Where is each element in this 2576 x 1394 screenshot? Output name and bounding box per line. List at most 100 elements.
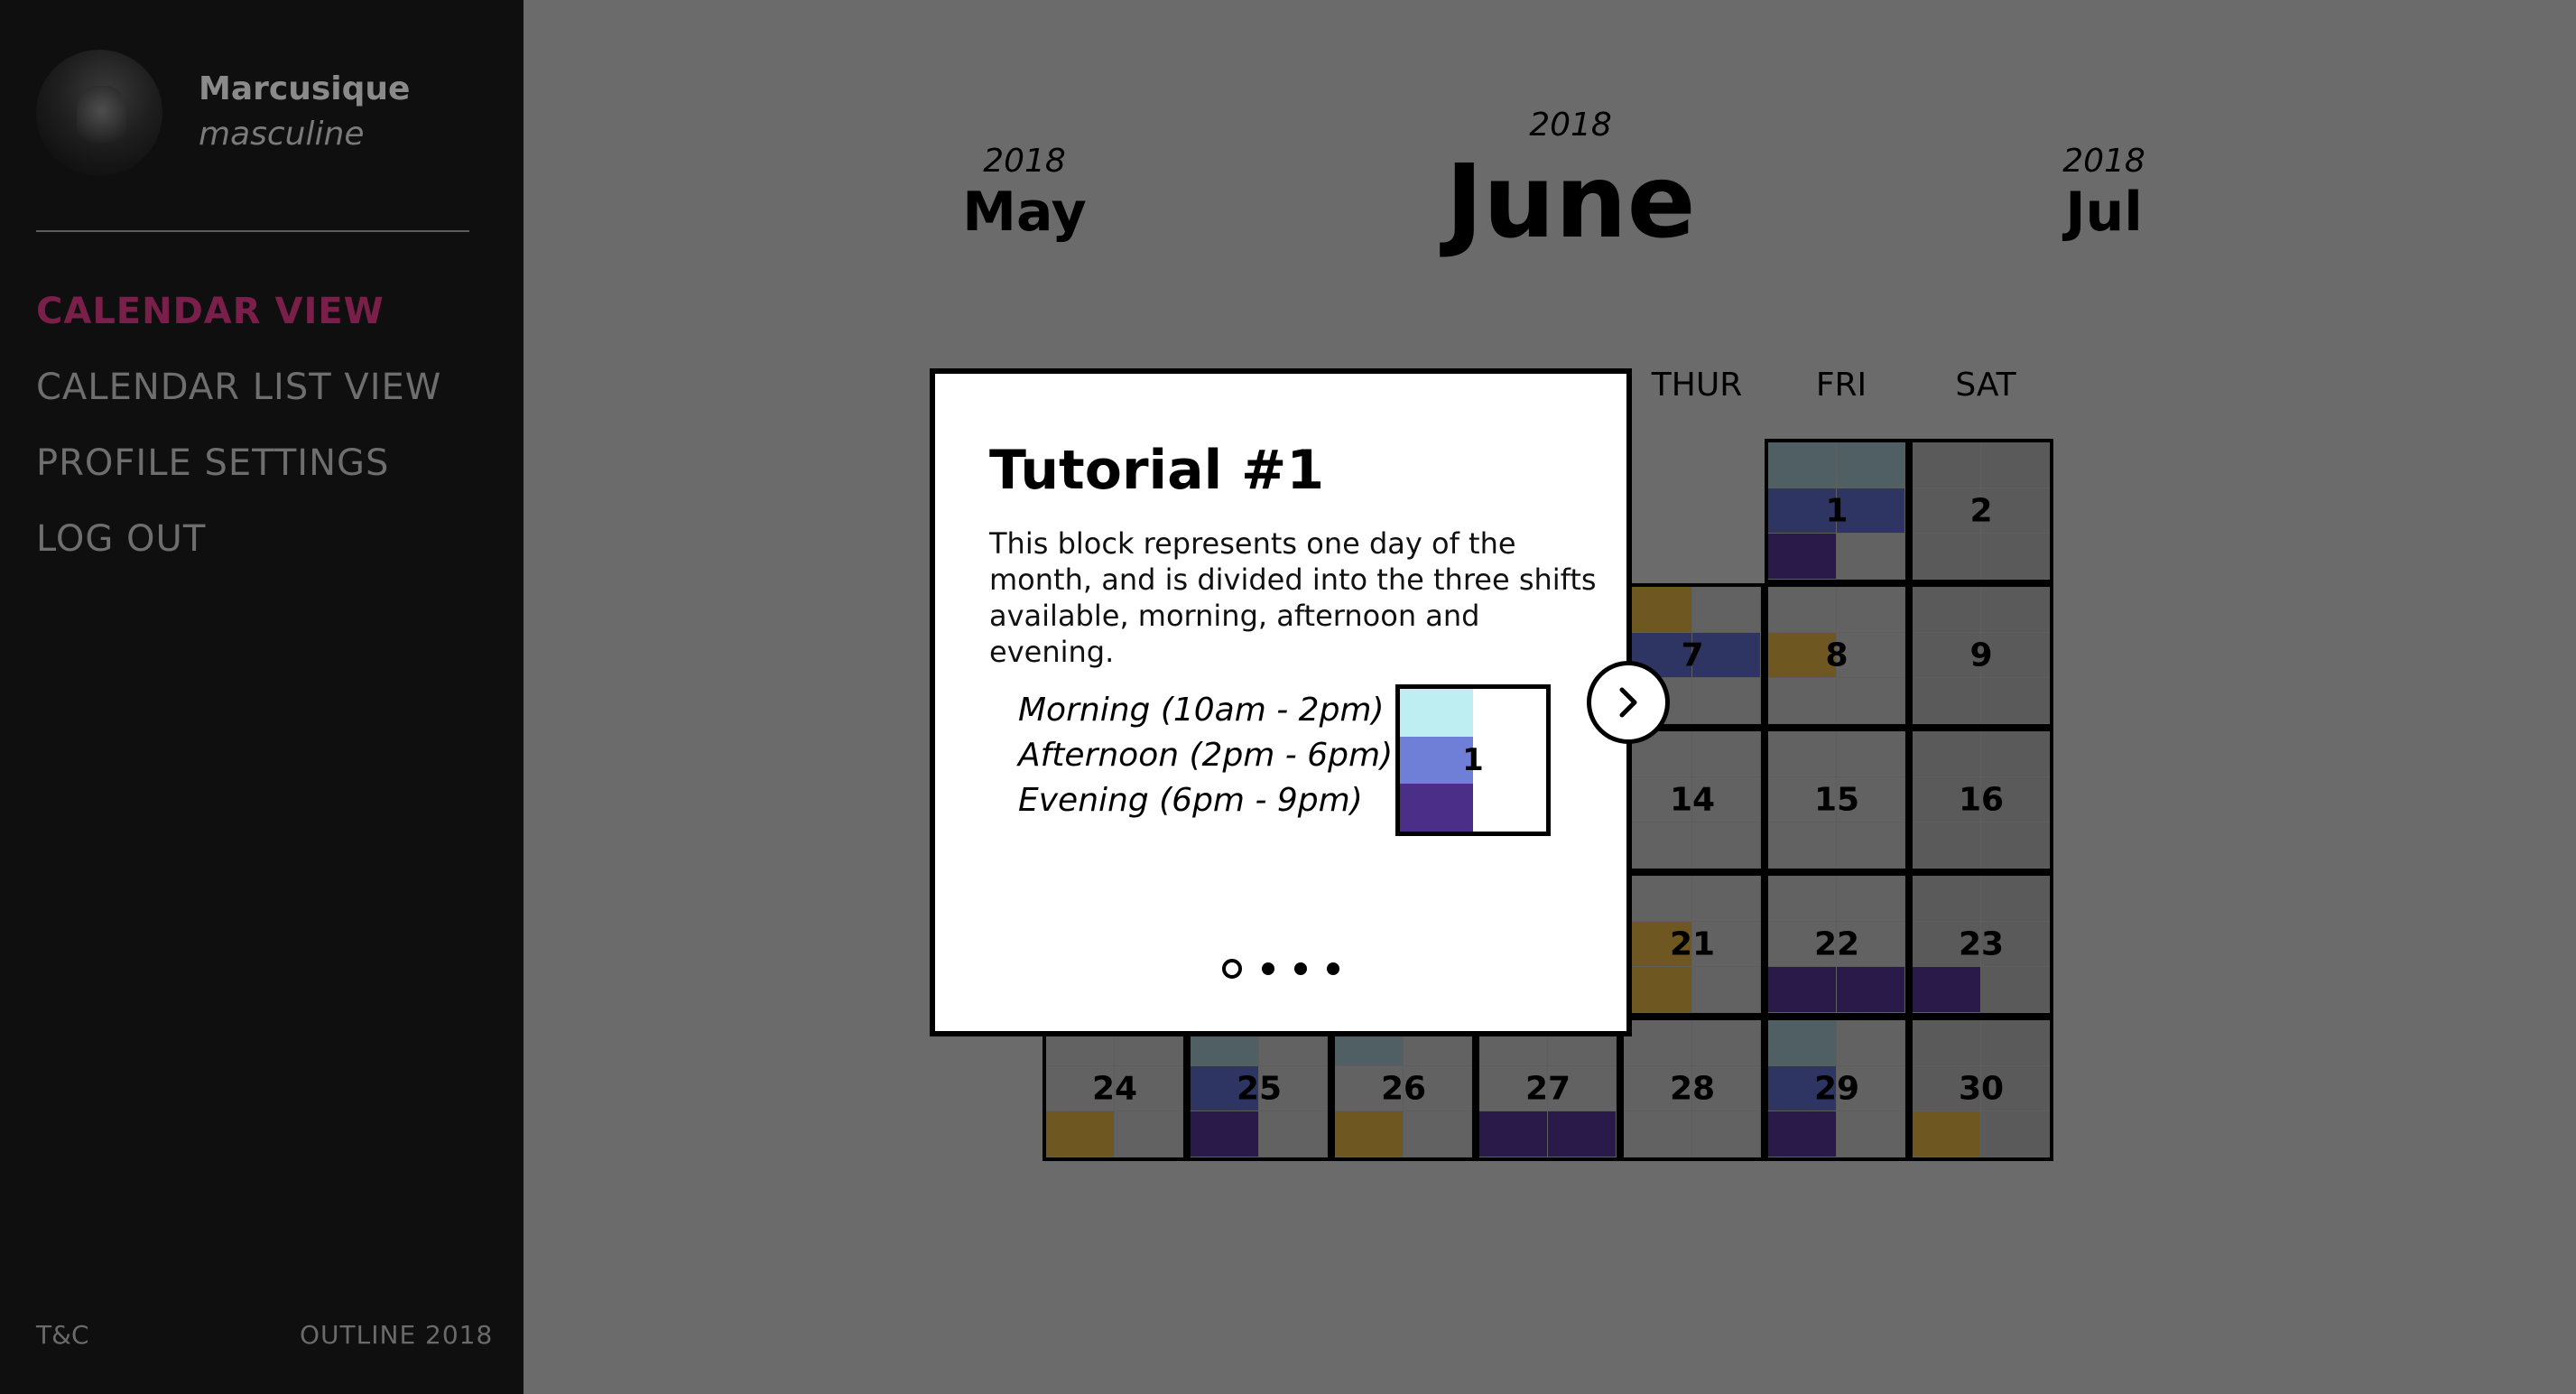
shift-slot[interactable]: [1624, 876, 1692, 922]
shift-slot[interactable]: [1768, 776, 1837, 823]
shift-slot[interactable]: [1768, 678, 1837, 724]
shift-slot[interactable]: [1837, 632, 1905, 679]
calendar-day-cell[interactable]: 14: [1620, 728, 1765, 872]
shift-slot[interactable]: [1115, 1020, 1183, 1066]
pagination-dot-1[interactable]: [1222, 959, 1242, 979]
shift-slot[interactable]: [1913, 678, 1981, 724]
shift-slot[interactable]: [1768, 731, 1837, 777]
shift-slot[interactable]: [1768, 632, 1837, 679]
shift-slot[interactable]: [1768, 587, 1837, 633]
avatar[interactable]: [36, 50, 162, 176]
shift-slot[interactable]: [1624, 731, 1692, 777]
shift-slot[interactable]: [1692, 921, 1761, 968]
shift-slot[interactable]: [1768, 534, 1837, 580]
shift-slot[interactable]: [1913, 1020, 1981, 1066]
shift-slot[interactable]: [1913, 921, 1981, 968]
shift-slot[interactable]: [1692, 876, 1761, 922]
pagination-dot-3[interactable]: [1294, 962, 1307, 975]
shift-slot[interactable]: [1692, 1020, 1761, 1066]
calendar-day-cell[interactable]: 21: [1620, 872, 1765, 1017]
shift-slot[interactable]: [1692, 822, 1761, 869]
calendar-day-cell[interactable]: 27: [1476, 1017, 1620, 1161]
shift-slot[interactable]: [1837, 587, 1905, 633]
shift-slot[interactable]: [1837, 876, 1905, 922]
shift-slot[interactable]: [1837, 776, 1905, 823]
shift-slot[interactable]: [1404, 1065, 1472, 1112]
calendar-day-cell[interactable]: 29: [1765, 1017, 1909, 1161]
shift-slot[interactable]: [1913, 1111, 1981, 1157]
calendar-day-cell[interactable]: 30: [1909, 1017, 2053, 1161]
shift-slot[interactable]: [1259, 1111, 1328, 1157]
calendar-day-cell[interactable]: 15: [1765, 728, 1909, 872]
shift-slot[interactable]: [1404, 1020, 1472, 1066]
shift-slot[interactable]: [1624, 822, 1692, 869]
shift-slot[interactable]: [1981, 921, 2050, 968]
shift-slot[interactable]: [1479, 1020, 1548, 1066]
shift-slot[interactable]: [1768, 876, 1837, 922]
shift-slot[interactable]: [1768, 488, 1837, 534]
nav-calendar-list-view[interactable]: CALENDAR LIST VIEW: [36, 367, 442, 408]
shift-slot[interactable]: [1046, 1020, 1115, 1066]
shift-slot[interactable]: [1768, 921, 1837, 968]
shift-slot[interactable]: [1981, 587, 2050, 633]
shift-slot[interactable]: [1981, 1065, 2050, 1112]
calendar-day-cell[interactable]: 26: [1331, 1017, 1476, 1161]
shift-slot[interactable]: [1624, 587, 1692, 633]
shift-slot[interactable]: [1115, 1065, 1183, 1112]
shift-slot[interactable]: [1913, 442, 1981, 488]
shift-slot[interactable]: [1981, 534, 2050, 580]
shift-slot[interactable]: [1548, 1111, 1617, 1157]
shift-slot[interactable]: [1624, 921, 1692, 968]
shift-slot[interactable]: [1913, 587, 1981, 633]
shift-slot[interactable]: [1115, 1111, 1183, 1157]
shift-slot[interactable]: [1981, 822, 2050, 869]
shift-slot[interactable]: [1981, 731, 2050, 777]
shift-slot[interactable]: [1479, 1065, 1548, 1112]
shift-slot[interactable]: [1981, 488, 2050, 534]
calendar-day-cell[interactable]: 23: [1909, 872, 2053, 1017]
shift-slot[interactable]: [1837, 678, 1905, 724]
shift-slot[interactable]: [1981, 632, 2050, 679]
shift-slot[interactable]: [1259, 1065, 1328, 1112]
shift-slot[interactable]: [1913, 632, 1981, 679]
shift-slot[interactable]: [1913, 967, 1981, 1013]
calendar-day-cell[interactable]: 28: [1620, 1017, 1765, 1161]
shift-slot[interactable]: [1981, 442, 2050, 488]
shift-slot[interactable]: [1404, 1111, 1472, 1157]
shift-slot[interactable]: [1692, 776, 1761, 823]
shift-slot[interactable]: [1913, 776, 1981, 823]
pagination-dot-4[interactable]: [1327, 962, 1339, 975]
shift-slot[interactable]: [1981, 776, 2050, 823]
tutorial-next-button[interactable]: [1587, 661, 1670, 744]
shift-slot[interactable]: [1191, 1111, 1259, 1157]
shift-slot[interactable]: [1191, 1065, 1259, 1112]
shift-slot[interactable]: [1837, 731, 1905, 777]
calendar-day-cell[interactable]: 25: [1187, 1017, 1331, 1161]
shift-slot[interactable]: [1913, 534, 1981, 580]
calendar-day-cell[interactable]: 22: [1765, 872, 1909, 1017]
prev-month-button[interactable]: 2018 May: [957, 143, 1092, 245]
calendar-day-cell[interactable]: 16: [1909, 728, 2053, 872]
nav-log-out[interactable]: LOG OUT: [36, 518, 207, 560]
shift-slot[interactable]: [1692, 1111, 1761, 1157]
shift-slot[interactable]: [1259, 1020, 1328, 1066]
shift-slot[interactable]: [1479, 1111, 1548, 1157]
calendar-day-cell[interactable]: 9: [1909, 583, 2053, 728]
shift-slot[interactable]: [1981, 876, 2050, 922]
shift-slot[interactable]: [1837, 534, 1905, 580]
shift-slot[interactable]: [1692, 1065, 1761, 1112]
shift-slot[interactable]: [1335, 1065, 1404, 1112]
shift-slot[interactable]: [1692, 632, 1761, 679]
shift-slot[interactable]: [1913, 1065, 1981, 1112]
shift-slot[interactable]: [1624, 1111, 1692, 1157]
shift-slot[interactable]: [1913, 876, 1981, 922]
next-month-button[interactable]: 2018 Jul: [2036, 143, 2172, 245]
pagination-dot-2[interactable]: [1262, 962, 1274, 975]
shift-slot[interactable]: [1335, 1111, 1404, 1157]
shift-slot[interactable]: [1548, 1020, 1617, 1066]
nav-calendar-view[interactable]: CALENDAR VIEW: [36, 291, 385, 332]
shift-slot[interactable]: [1837, 1111, 1905, 1157]
nav-profile-settings[interactable]: PROFILE SETTINGS: [36, 442, 390, 484]
shift-slot[interactable]: [1692, 587, 1761, 633]
calendar-day-cell[interactable]: 8: [1765, 583, 1909, 728]
